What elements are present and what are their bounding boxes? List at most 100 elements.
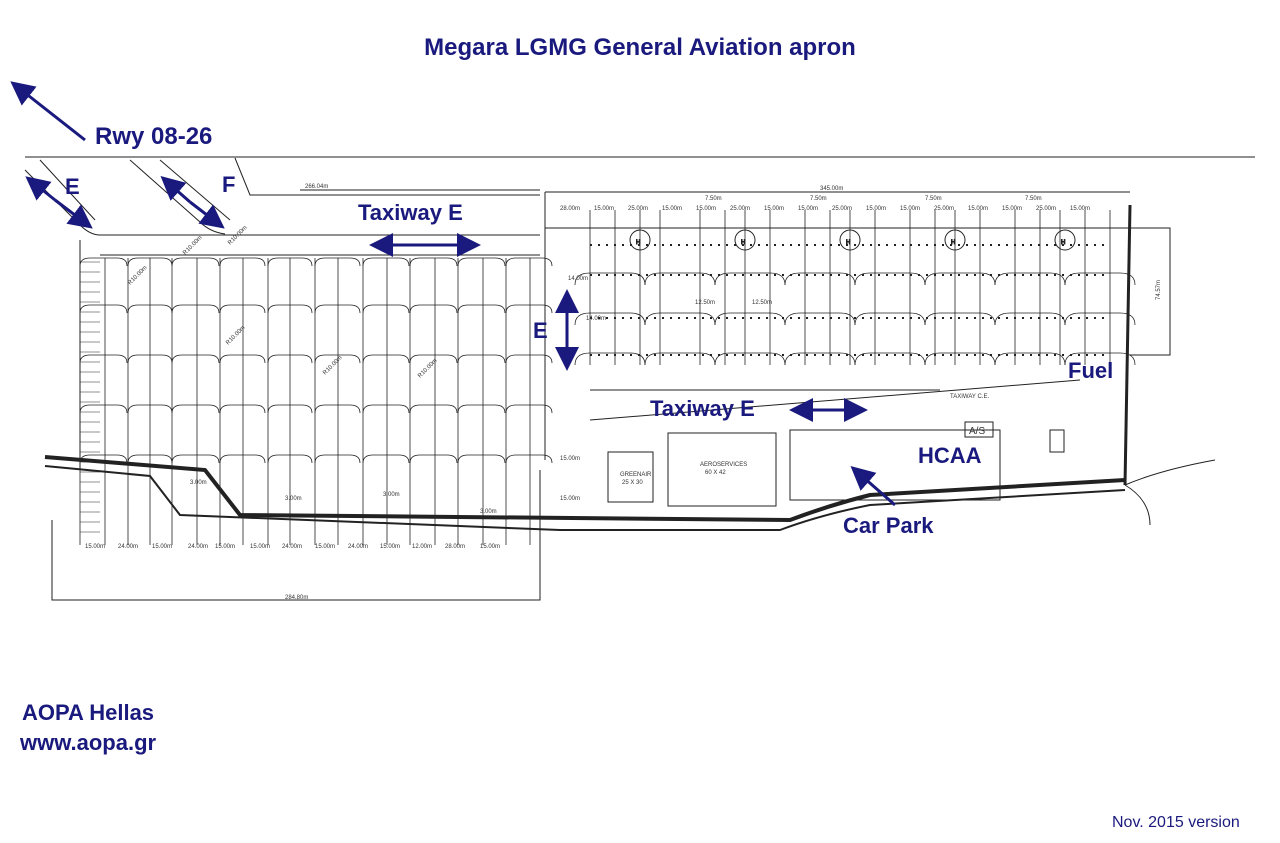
stand-width-label: 15.00m (215, 544, 235, 550)
taxilane-curve (714, 272, 786, 286)
taxilane-curve (1064, 312, 1136, 326)
greenair-label: GREENAIR (620, 472, 652, 478)
taxiway-fork (234, 157, 540, 196)
clearance-label: 3.00m (383, 492, 400, 498)
taxilane-curve (457, 304, 506, 314)
fuel-label: Fuel (1068, 358, 1114, 383)
perimeter-road (44, 455, 1126, 523)
taxiway-e-arrow (25, 176, 56, 202)
taxilane-curve (574, 352, 646, 366)
aeroservices-building (667, 432, 777, 507)
taxilane-curve (505, 304, 553, 314)
taxiway-f-diagonal-inner (159, 159, 231, 221)
taxiway-e-bottom-label: Taxiway E (650, 396, 755, 421)
taxilane-curve (994, 352, 1066, 366)
radius-label: R10.00m (417, 358, 438, 379)
taxilane-curve (127, 454, 173, 464)
right-apron-stands (574, 210, 1136, 366)
runway-direction-arrow (10, 81, 86, 142)
taxilane-curve (994, 272, 1066, 286)
taxilane-curve (409, 354, 458, 364)
org-url[interactable]: www.aopa.gr (20, 730, 157, 755)
stand-width-label: 24.00m (348, 544, 368, 550)
stand-width-label: 15.00m (380, 544, 400, 550)
taxilane-curve (79, 404, 128, 414)
greenair-size: 25 X 30 (622, 480, 643, 486)
taxilane-curve (267, 257, 313, 267)
runway-label: Rwy 08-26 (95, 123, 213, 150)
taxilane-curve (267, 454, 313, 464)
spacing-label: 15.00m (560, 456, 580, 462)
stand-width-label: 15.00m (764, 206, 784, 212)
helipad-label: H (951, 240, 955, 246)
dim-right-depth: 74.57m (1156, 280, 1162, 300)
org-name: AOPA Hellas (22, 700, 155, 725)
taxilane-curve (314, 404, 361, 414)
stand-width-label: 15.00m (866, 206, 886, 212)
helipad (1054, 229, 1076, 251)
taxilane-curve (457, 354, 506, 364)
taxilane-curve (171, 404, 220, 414)
stand-width-label: 15.00m (250, 544, 270, 550)
hcaa-box-label: A/S (969, 426, 985, 437)
taxilane-curve (505, 354, 553, 364)
taxilane-curve (171, 304, 220, 314)
taxilane-curve (854, 352, 926, 366)
stand-width-label: 24.00m (188, 544, 208, 550)
stand-width-label: 25.00m (628, 206, 648, 212)
taxilane-curve (127, 304, 173, 314)
stand-width-label: 15.00m (900, 206, 920, 212)
taxiway-e-vertical-label: E (533, 318, 548, 343)
taxiway-ce-text: TAXIWAY C.E. (950, 394, 989, 400)
stand-width-label: 24.00m (118, 544, 138, 550)
taxilane-curve (1064, 272, 1136, 286)
taxilane-curve (505, 454, 553, 464)
stand-width-label: 25.00m (1036, 206, 1056, 212)
clearance-label: 3.00m (285, 496, 302, 502)
greenair-building (607, 451, 654, 503)
stand-width-label: 15.00m (968, 206, 988, 212)
stand-width-label: 15.00m (152, 544, 172, 550)
dim-bottom: 284.80m (285, 595, 308, 601)
taxiway-f-diagonal (129, 159, 226, 235)
version-note: Nov. 2015 version (1112, 814, 1240, 831)
taxilane-curve (409, 304, 458, 314)
helipad (734, 229, 756, 251)
taxilane-curve (362, 257, 410, 267)
taxilane-curve (127, 404, 173, 414)
stand-width-label: 24.00m (282, 544, 302, 550)
stand-width-label: 12.00m (412, 544, 432, 550)
taxilane-curve (409, 404, 458, 414)
taxilane-curve (574, 312, 646, 326)
taxiway-f-arrow (160, 176, 191, 204)
stand-width-label: 25.00m (934, 206, 954, 212)
taxilane-curve (854, 272, 926, 286)
radius-label: R10.00m (227, 225, 248, 246)
radius-label: R10.00m (182, 235, 203, 256)
taxilane-curve (784, 352, 856, 366)
helipad-label: H (741, 240, 745, 246)
taxilane-curve (79, 454, 128, 464)
taxilane-curve (362, 354, 410, 364)
taxilane-curve (362, 404, 410, 414)
taxilane-curve (644, 352, 716, 366)
taxilane-curve (924, 352, 996, 366)
stand-width-label: 25.00m (832, 206, 852, 212)
right-apron-outline (544, 192, 1171, 460)
taxilane-curve (714, 352, 786, 366)
helipad-label: H (846, 240, 850, 246)
taxilane-curve (79, 304, 128, 314)
car-park-label: Car Park (843, 513, 934, 538)
taxilane-curve (362, 304, 410, 314)
taxilane-curve (994, 312, 1066, 326)
stand-width-label: 28.00m (560, 206, 580, 212)
taxilane-curve (714, 312, 786, 326)
stand-width-label: 15.00m (1070, 206, 1090, 212)
taxilane-curve (314, 304, 361, 314)
taxilane-curve (644, 312, 716, 326)
taxilane-curve (219, 454, 266, 464)
stand-width-label: 15.00m (696, 206, 716, 212)
map-title: Megara LGMG General Aviation apron (424, 34, 856, 61)
spacing-label: 7.50m (1025, 196, 1042, 202)
